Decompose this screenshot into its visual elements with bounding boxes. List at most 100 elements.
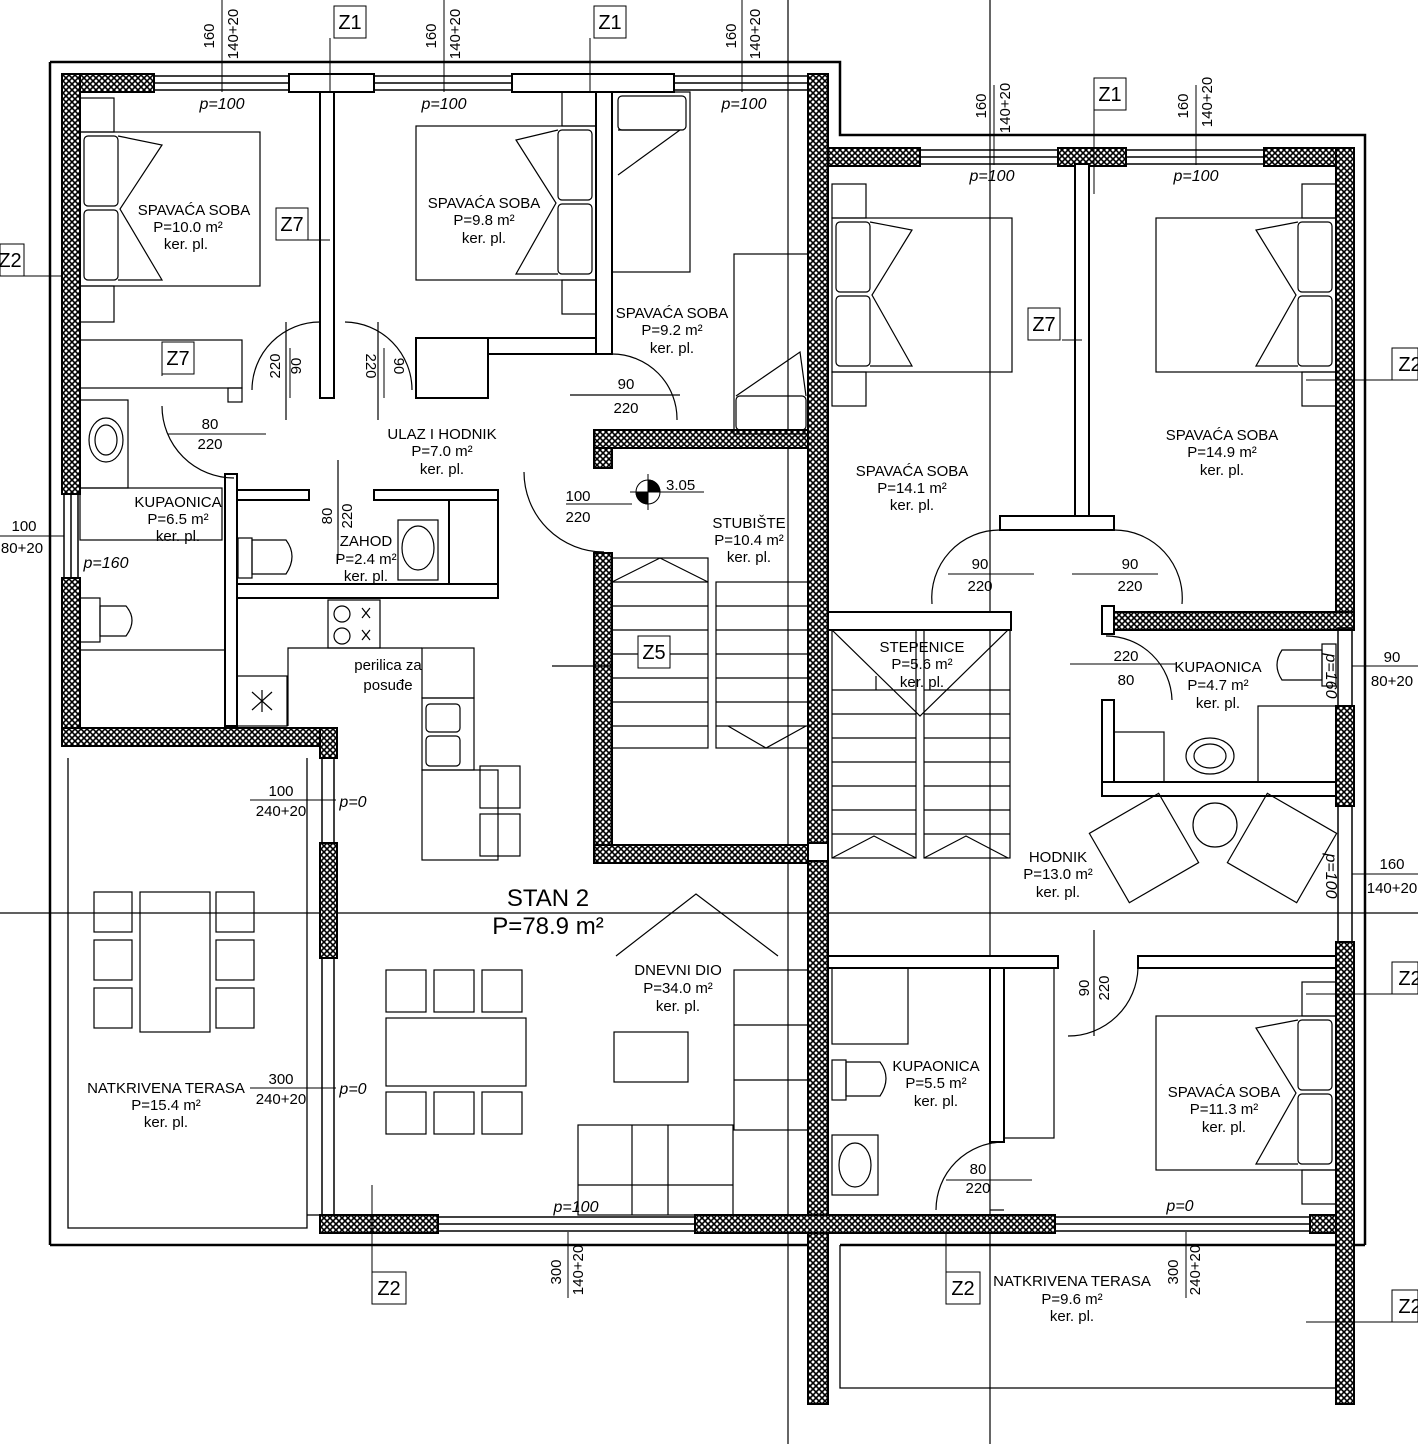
room-floor: ker. pl.: [1036, 884, 1080, 901]
room-label: SPAVAĆA SOBA P=14.1 m² ker. pl.: [856, 463, 969, 514]
room-floor: ker. pl.: [144, 1114, 188, 1131]
terraces: [67, 758, 1336, 1389]
room-floor: ker. pl.: [914, 1093, 958, 1110]
room-label: SPAVAĆA SOBA P=9.2 m² ker. pl.: [616, 305, 729, 357]
parapet-label: p=0: [338, 1081, 366, 1098]
room-area: P=7.0 m²: [411, 443, 472, 460]
room-label: SPAVAĆA SOBA P=11.3 m² ker. pl.: [1168, 1084, 1281, 1136]
room-name: SPAVAĆA SOBA: [1166, 427, 1279, 444]
room-area: P=9.6 m²: [1041, 1291, 1102, 1308]
door-width: 80: [1118, 672, 1135, 689]
room-floor: ker. pl.: [344, 568, 388, 585]
door-swings: [161, 321, 1183, 1211]
window-height: 140+20: [1367, 880, 1417, 897]
parapet-label: p=100: [969, 168, 1015, 185]
door-height: 220: [267, 353, 284, 378]
appliance-label: perilica za posuđe: [354, 657, 422, 694]
room-name: SPAVAĆA SOBA: [1168, 1084, 1281, 1101]
room-label: KUPAONICA P=6.5 m² ker. pl.: [134, 494, 221, 545]
window-height: 140+20: [997, 83, 1014, 133]
outer-outline: [48, 60, 1367, 1247]
door-height: 220: [1113, 648, 1138, 665]
parapet-label: p=160: [1322, 653, 1339, 699]
room-name: KUPAONICA: [134, 494, 221, 511]
door-width: 90: [972, 556, 989, 573]
room-label: ULAZ I HODNIK P=7.0 m² ker. pl.: [387, 426, 496, 478]
room-area: P=5.5 m²: [905, 1075, 966, 1092]
window-height: 240+20: [256, 803, 306, 820]
room-area: P=9.2 m²: [641, 322, 702, 339]
door-height: 220: [1117, 578, 1142, 595]
room-floor: ker. pl.: [900, 674, 944, 691]
room-name: SPAVAĆA SOBA: [856, 463, 969, 480]
door-height: 220: [967, 578, 992, 595]
door-width: 80: [202, 416, 219, 433]
door-width: 90: [288, 358, 305, 375]
room-floor: ker. pl.: [420, 461, 464, 478]
room-area: P=15.4 m²: [131, 1097, 201, 1114]
room-floor: ker. pl.: [156, 528, 200, 545]
room-label: KUPAONICA P=5.5 m² ker. pl.: [892, 1058, 979, 1110]
room-floor: ker. pl.: [164, 236, 208, 253]
window-width: 100: [268, 783, 293, 800]
room-area: P=34.0 m²: [643, 980, 713, 997]
room-name: NATKRIVENA TERASA: [993, 1273, 1151, 1290]
room-floor: ker. pl.: [1200, 462, 1244, 479]
window-height: 80+20: [1, 540, 43, 557]
room-name: ZAHOD: [340, 533, 393, 550]
room-label: KUPAONICA P=4.7 m² ker. pl.: [1174, 659, 1261, 712]
room-area: P=14.9 m²: [1187, 444, 1257, 461]
apartment-name: STAN 2: [507, 885, 589, 912]
parapet-label: p=100: [721, 96, 767, 113]
parapet-label: p=100: [1173, 168, 1219, 185]
door-height: 220: [197, 436, 222, 453]
room-area: P=4.7 m²: [1187, 677, 1248, 694]
room-label: STEPENICE P=5.6 m² ker. pl.: [879, 639, 964, 691]
door-height: 220: [565, 509, 590, 526]
door-height: 220: [362, 353, 379, 378]
room-area: P=5.6 m²: [891, 656, 952, 673]
room-area: P=10.4 m²: [714, 532, 784, 549]
room-label: SPAVAĆA SOBA P=9.8 m² ker. pl.: [428, 195, 541, 247]
door-width: 90: [1122, 556, 1139, 573]
dishwasher-label: posuđe: [363, 677, 412, 694]
tag-z2: Z2: [1398, 968, 1418, 990]
partition-walls: [224, 73, 1337, 1143]
room-label: NATKRIVENA TERASA P=9.6 m² ker. pl.: [993, 1273, 1151, 1325]
window-height: 140+20: [570, 1245, 587, 1295]
room-floor: ker. pl.: [1196, 695, 1240, 712]
parapet-label: p=100: [1322, 853, 1339, 899]
tag-z5: Z5: [642, 642, 665, 664]
tag-z7: Z7: [166, 348, 189, 370]
room-name: KUPAONICA: [892, 1058, 979, 1075]
room-label: DNEVNI DIO P=34.0 m² ker. pl.: [634, 962, 722, 1015]
room-label: ZAHOD P=2.4 m² ker. pl.: [335, 533, 396, 585]
room-label: SPAVAĆA SOBA P=14.9 m² ker. pl.: [1166, 427, 1279, 479]
tag-z2: Z2: [1398, 1296, 1418, 1318]
room-name: STEPENICE: [879, 639, 964, 656]
room-floor: ker. pl.: [650, 340, 694, 357]
room-area: P=11.3 m²: [1190, 1101, 1259, 1118]
room-area: P=10.0 m²: [153, 219, 223, 236]
window-width: 160: [201, 23, 218, 48]
room-name: SPAVAĆA SOBA: [138, 202, 251, 219]
room-label: SPAVAĆA SOBA P=10.0 m² ker. pl.: [138, 202, 251, 253]
door-height: 220: [965, 1180, 990, 1197]
hatched-walls: [61, 73, 1355, 1405]
parapet-label: p=0: [338, 794, 366, 811]
door-width: 80: [319, 508, 336, 525]
tag-z2: Z2: [1398, 354, 1418, 376]
parapet-label: p=0: [1165, 1198, 1193, 1215]
door-height: 220: [613, 400, 638, 417]
parapet-label: p=100: [421, 96, 467, 113]
window-width: 160: [723, 23, 740, 48]
window-width: 160: [1379, 856, 1404, 873]
window-height: 140+20: [225, 9, 242, 59]
parapet-label: p=100: [553, 1199, 599, 1216]
room-floor: ker. pl.: [1202, 1119, 1246, 1136]
door-width: 90: [1076, 980, 1093, 997]
staircases: [552, 557, 1011, 859]
room-floor: ker. pl.: [727, 549, 771, 566]
